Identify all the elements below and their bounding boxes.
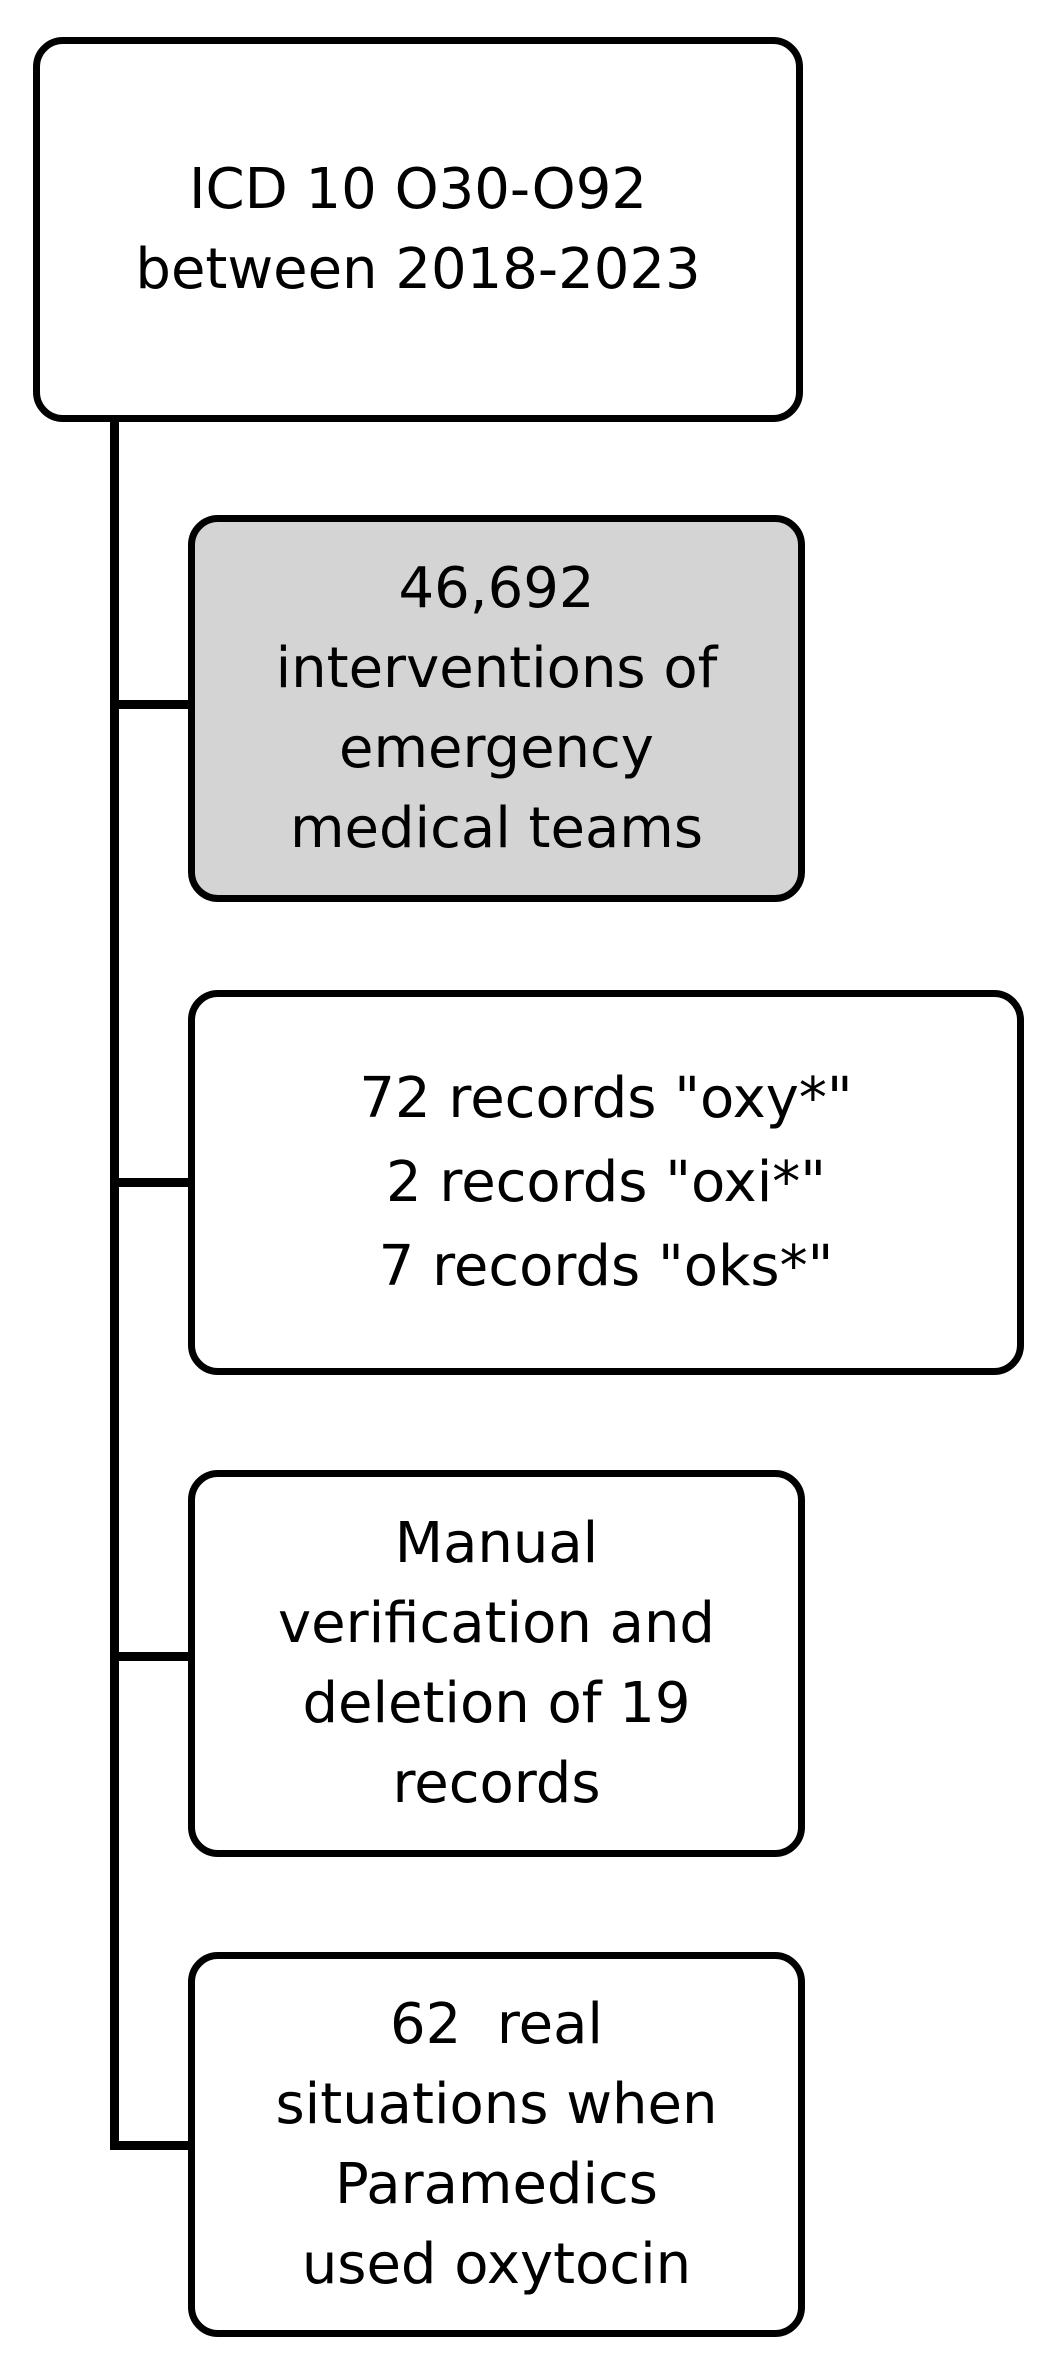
criteria-line-2: between 2018-2023 bbox=[135, 236, 701, 302]
branch-connector-records bbox=[110, 1178, 192, 1187]
interventions-line-3: emergency bbox=[339, 715, 654, 781]
verification-line-2: verification and bbox=[278, 1590, 715, 1656]
vertical-connector bbox=[110, 418, 119, 2150]
verification-line-3: deletion of 19 bbox=[302, 1670, 691, 1736]
verification-line-4: records bbox=[392, 1750, 601, 1816]
situations-box: 62 real situations when Paramedics used … bbox=[188, 1952, 805, 2337]
situations-line-3: Paramedics bbox=[335, 2151, 658, 2217]
criteria-box: ICD 10 O30-O92 between 2018-2023 bbox=[33, 37, 803, 422]
situations-line-2: situations when bbox=[275, 2071, 718, 2137]
branch-connector-situations bbox=[110, 2141, 192, 2150]
interventions-box: 46,692 interventions of emergency medica… bbox=[188, 515, 805, 902]
situations-line-1: 62 real bbox=[390, 1991, 603, 2057]
records-box: 72 records "oxy*" 2 records "oxi*" 7 rec… bbox=[188, 990, 1024, 1375]
criteria-line-1: ICD 10 O30-O92 bbox=[188, 156, 648, 222]
situations-line-4: used oxytocin bbox=[301, 2231, 692, 2297]
records-line-2: 2 records "oxi*" bbox=[385, 1149, 827, 1215]
interventions-line-4: medical teams bbox=[289, 795, 704, 861]
verification-line-1: Manual bbox=[394, 1510, 599, 1576]
branch-connector-interventions bbox=[110, 700, 192, 709]
verification-box: Manual verification and deletion of 19 r… bbox=[188, 1470, 805, 1857]
interventions-line-2: interventions of bbox=[275, 635, 718, 701]
records-line-3: 7 records "oks*" bbox=[378, 1233, 834, 1299]
interventions-line-1: 46,692 bbox=[398, 555, 595, 621]
records-line-1: 72 records "oxy*" bbox=[359, 1065, 853, 1131]
branch-connector-verification bbox=[110, 1652, 192, 1661]
